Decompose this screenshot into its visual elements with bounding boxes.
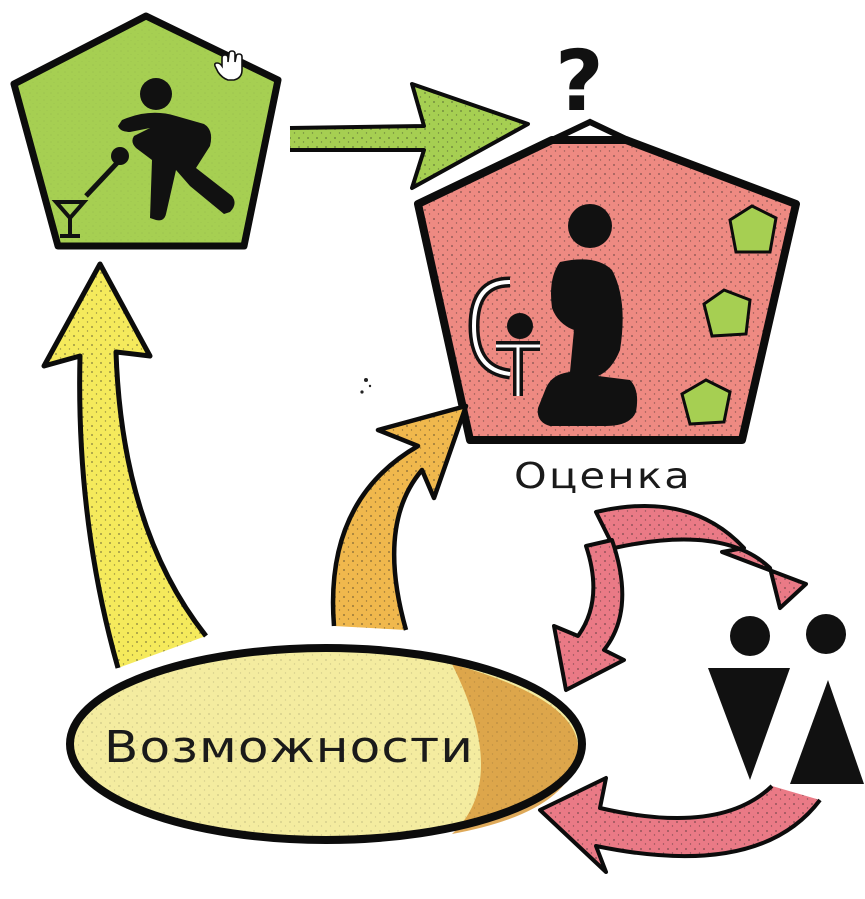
opportunities-label: Возможности: [104, 722, 474, 773]
work-pentagon: [14, 16, 278, 246]
pink-arrows-upper: [554, 506, 806, 690]
evaluation-label: Оценка: [514, 456, 692, 497]
question-mark: ?: [555, 32, 604, 130]
orange-arrow: [333, 406, 466, 630]
pink-arrow-lower: [540, 778, 820, 872]
yellow-arrow-up: [44, 264, 206, 668]
two-people-icon: [708, 614, 864, 784]
evaluation-pentagon: [418, 140, 796, 440]
stray-marks: [360, 378, 371, 394]
